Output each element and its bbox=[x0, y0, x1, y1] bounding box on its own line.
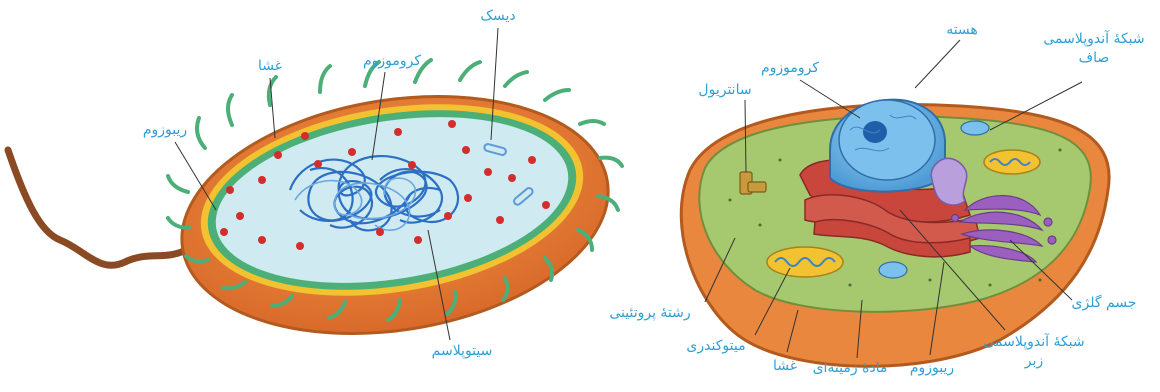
vesicle-2 bbox=[879, 262, 907, 278]
label-disc: دیسک bbox=[480, 8, 515, 24]
label-cytoplasm: سیتوپلاسم bbox=[432, 343, 493, 359]
label-chromosome: کروموزوم bbox=[363, 53, 421, 69]
label-golgi: جسم گلژی bbox=[1072, 295, 1137, 311]
prokaryote-cell bbox=[8, 28, 625, 362]
label-membrane-euk: غشا bbox=[773, 358, 797, 374]
label-smooth-er: شبکهٔ آندوپلاسمی صاف bbox=[1034, 30, 1154, 68]
label-ribosome-euk: ریبوزوم bbox=[910, 360, 954, 376]
label-centriole: سانتریول bbox=[698, 82, 751, 98]
vesicle bbox=[961, 121, 989, 135]
label-nucleus: هسته bbox=[946, 22, 978, 38]
nucleus-organelle bbox=[830, 100, 945, 192]
label-mitochondria: میتوکندری bbox=[686, 338, 745, 354]
label-membrane: غشا bbox=[258, 58, 282, 74]
label-rough-er: شبکهٔ آندوپلاسمی زبر bbox=[974, 333, 1094, 371]
flagellum bbox=[8, 150, 190, 265]
label-chromosome-euk: کروموزوم bbox=[761, 60, 819, 76]
label-matrix: مادهٔ زمینه‌ای bbox=[813, 360, 888, 376]
label-ribosome: ریبوزوم bbox=[143, 122, 187, 138]
label-protein-fiber: رشتهٔ پروتئینی bbox=[609, 305, 690, 321]
